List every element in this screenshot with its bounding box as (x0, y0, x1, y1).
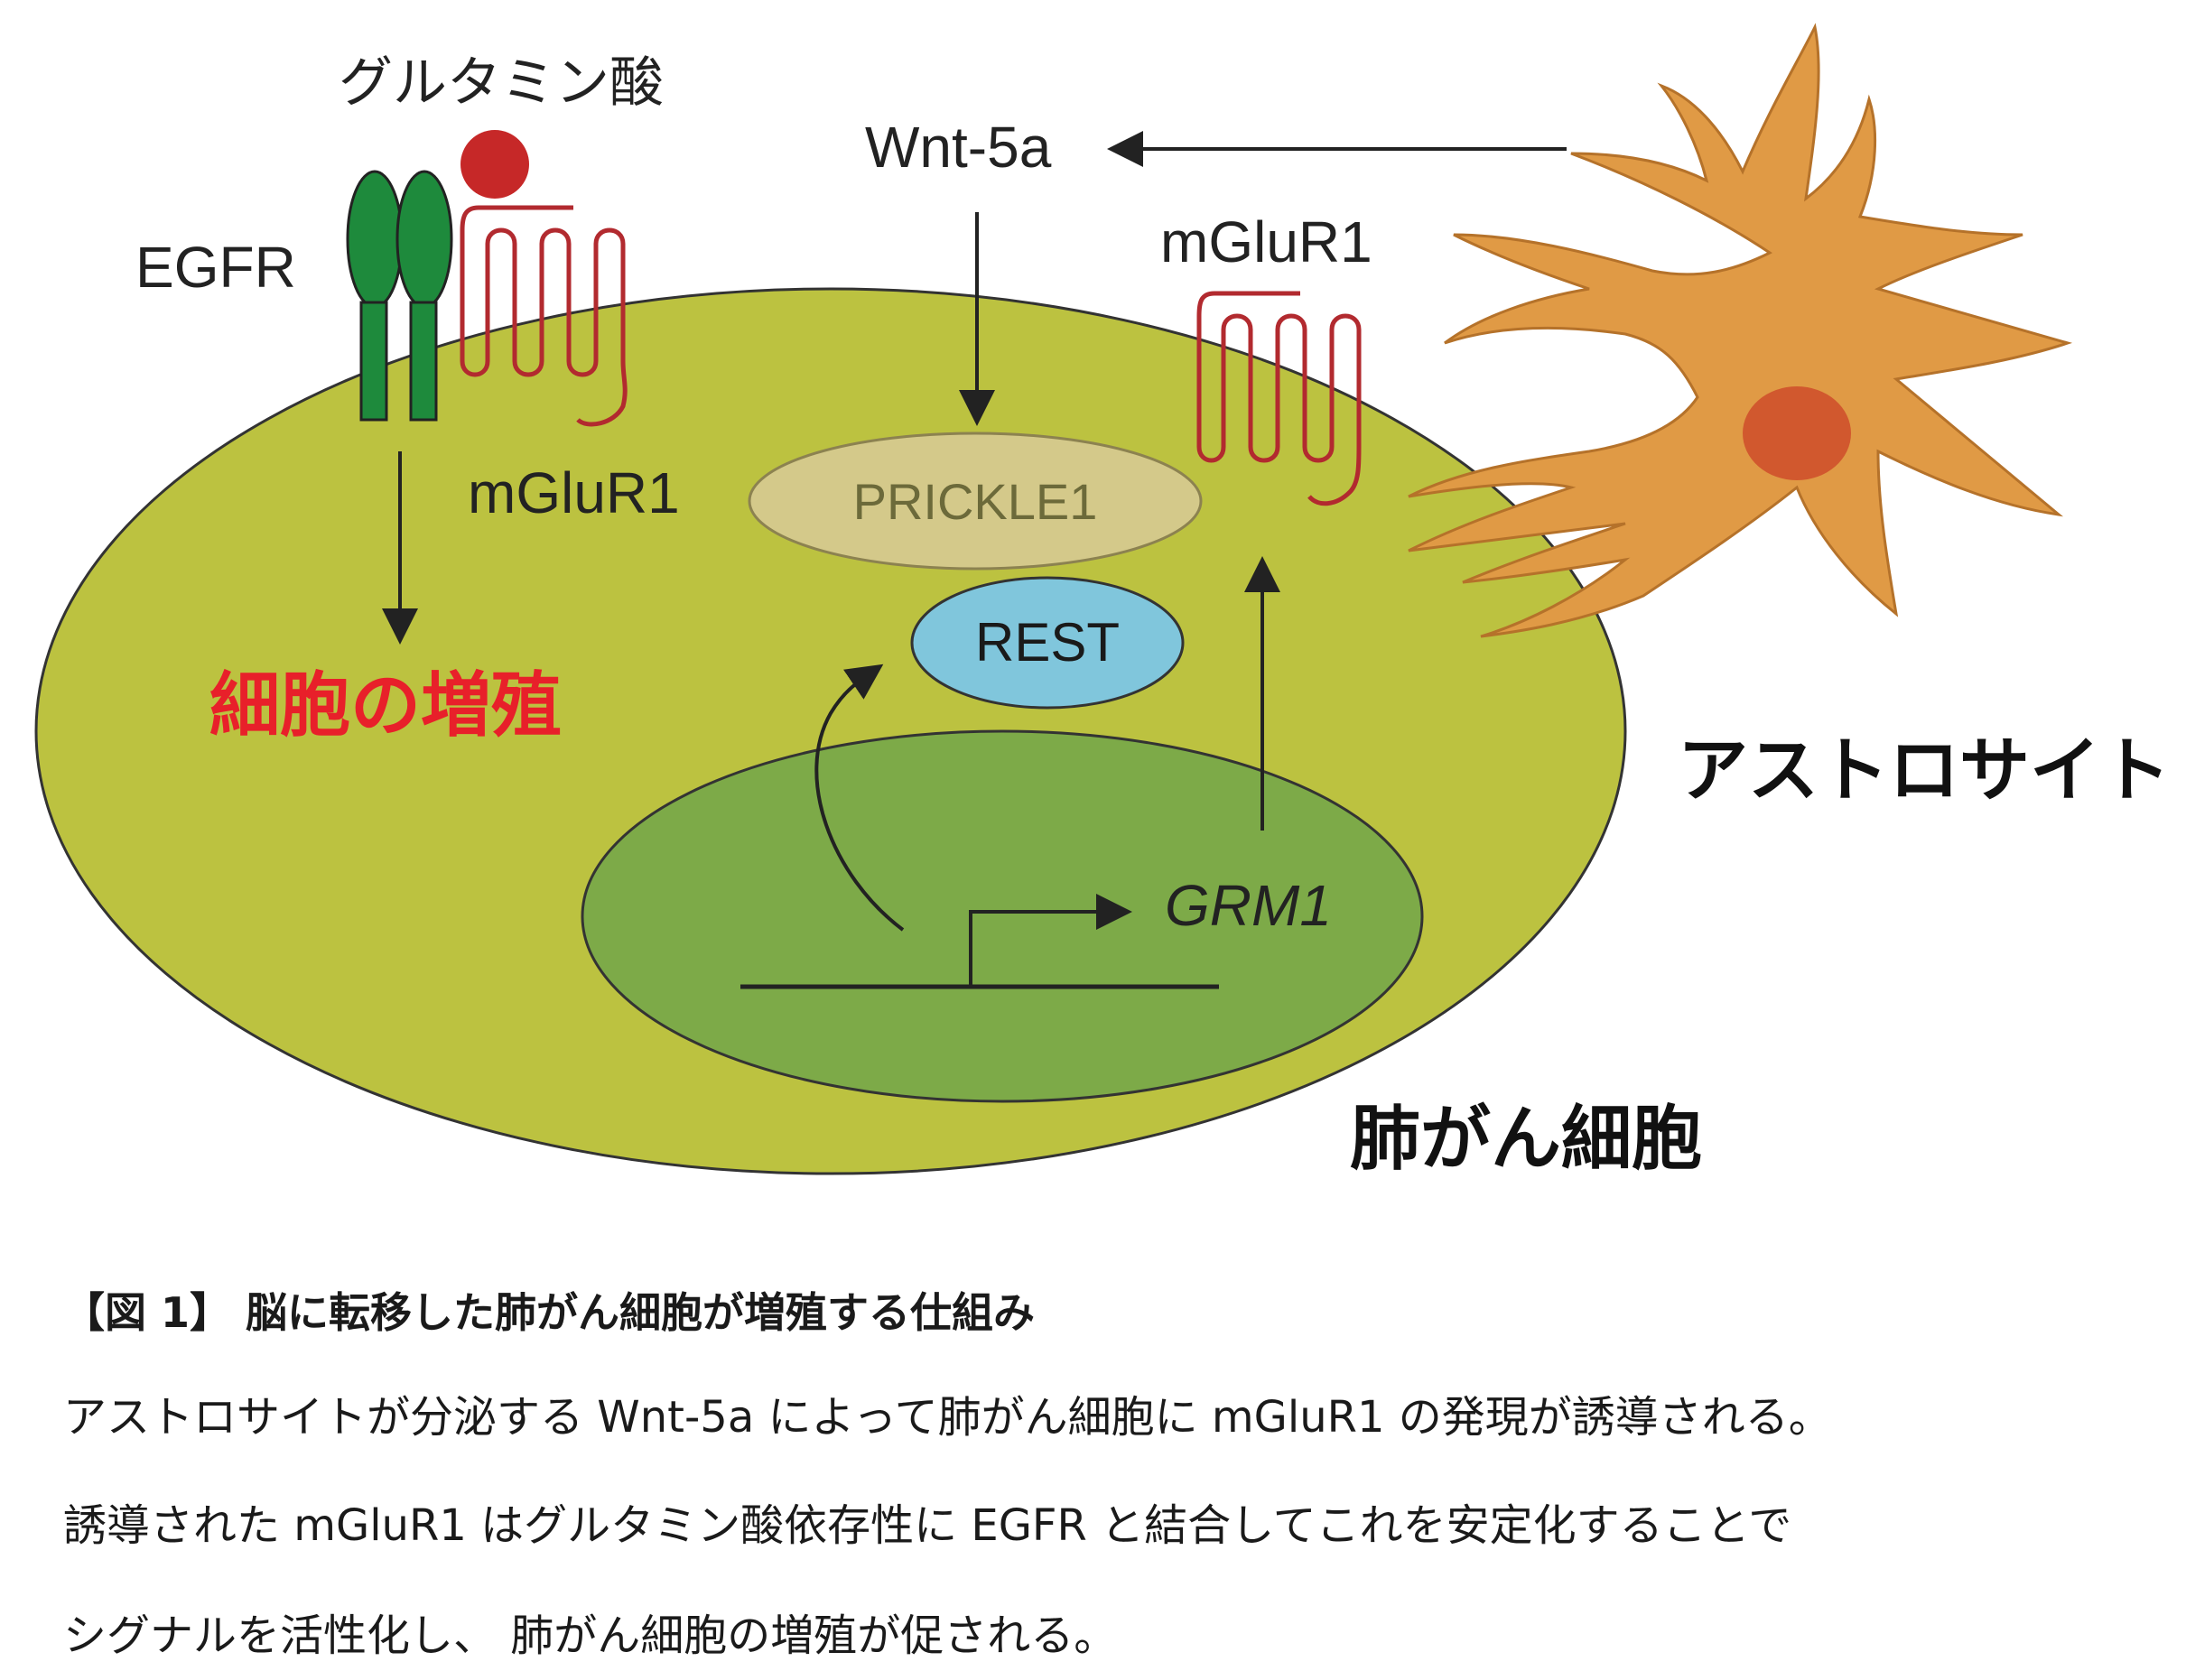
rest-label: REST (975, 612, 1120, 673)
egfr-label: EGFR (135, 235, 296, 300)
lung-cancer-cell-label: 肺がん細胞 (1350, 1099, 1702, 1180)
glutamate-molecule (460, 130, 529, 199)
astrocyte-shape (1408, 23, 2073, 638)
egfr-receptor (346, 170, 453, 422)
figure-caption-title: 【図 1】 脳に転移した肺がん細胞が増殖する仕組み (63, 1288, 1036, 1337)
diagram: PRICKLE1 REST グルタミン酸 EGFR mGluR1 Wnt-5a … (34, 23, 2171, 1180)
mglur1-left-label: mGluR1 (468, 460, 680, 525)
nucleus (581, 729, 1424, 1103)
proliferation-label: 細胞の増殖 (209, 665, 562, 747)
mglur1-right-receptor (1196, 291, 1362, 506)
arrow-nucleus-to-rest (814, 664, 905, 932)
prickle1-ellipse (748, 432, 1203, 571)
figure-caption-line-3: シグナルを活性化し、 肺がん細胞の増殖が促される。 (63, 1610, 1118, 1661)
rest-ellipse (910, 576, 1185, 710)
mglur1-left-receptor (460, 205, 628, 427)
wnt5a-label: Wnt-5a (865, 115, 1052, 180)
grm1-label: GRM1 (1165, 873, 1332, 938)
glutamate-label: グルタミン酸 (339, 51, 664, 115)
prickle1-label: PRICKLE1 (853, 473, 1098, 530)
figure-caption-line-2: 誘導された mGluR1 はグルタミン酸依存性に EGFR と結合してこれを安定… (63, 1500, 1792, 1551)
transcription-arrow (969, 894, 1132, 987)
astrocyte-label: アストロサイト (1678, 730, 2171, 812)
mglur1-right-label: mGluR1 (1160, 209, 1372, 274)
figure-caption-line-1: アストロサイトが分泌する Wnt-5a によって肺がん細胞に mGluR1 の発… (63, 1392, 1832, 1443)
